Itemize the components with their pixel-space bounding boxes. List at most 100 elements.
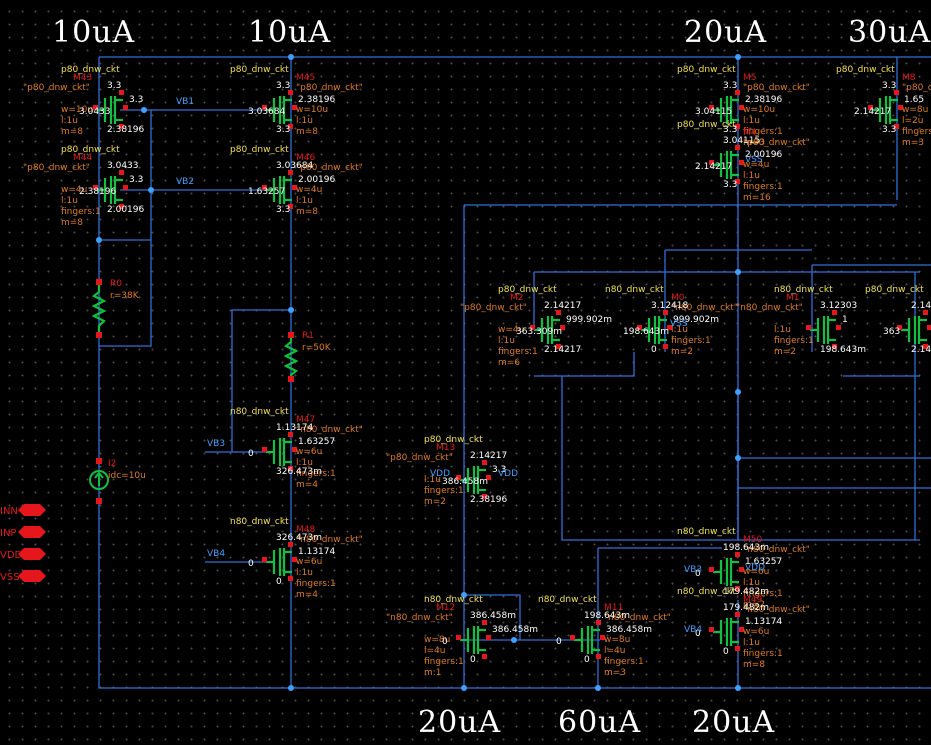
transistor-param: fingers:1 — [604, 657, 644, 667]
operating-voltage: 386.458m — [606, 625, 652, 635]
pin-inn[interactable]: INN — [0, 504, 46, 517]
transistor-model: "p80_dnw_ckt" — [296, 163, 363, 173]
operating-voltage: 363.309m — [516, 327, 562, 337]
transistor-param: w=8u — [424, 635, 450, 645]
transistor-model: "n80_dnw_ckt" — [604, 613, 671, 623]
transistor-param: w=8u — [902, 105, 928, 115]
devices: M43p80_dnw_ckt"p80_dnw_ckt"w=10ul:1um=83… — [23, 65, 931, 678]
transistor-model: "p80_dnw_ckt" — [743, 83, 810, 93]
transistor-m46[interactable]: M46p80_dnw_ckt"p80_dnw_ckt"w=4ul:1um=83.… — [230, 145, 363, 217]
current-source-i2[interactable]: I2 idc=10u — [89, 458, 146, 504]
operating-voltage: 1.63257 — [248, 187, 285, 197]
transistor-cell: p80_dnw_ckt — [865, 285, 924, 295]
transistor-cell: n80_dnw_ckt — [230, 407, 289, 417]
net-label: VDD — [498, 469, 518, 479]
operating-voltage: 2.38196 — [298, 95, 335, 105]
transistor-model: "p80_dnw_ckt" — [460, 303, 527, 313]
operating-voltage: 3.03684 — [248, 107, 285, 117]
operating-voltage: 0 — [584, 655, 590, 665]
transistor-param: m=8 — [296, 207, 318, 217]
net-labels: VB1 VB2 VB3 VB4 VDD VSS VDD VSS VB3 VB4 … — [176, 97, 765, 635]
transistor-param: fingers:1 — [743, 182, 783, 192]
operating-voltage: 0 — [248, 449, 254, 459]
transistor-param: fingers:1 — [671, 336, 711, 346]
transistor-name: M45 — [296, 73, 315, 83]
transistor-name: M47 — [296, 415, 315, 425]
transistor-m43[interactable]: M43p80_dnw_ckt"p80_dnw_ckt"w=10ul:1um=83… — [23, 65, 144, 137]
operating-voltage: 0 — [695, 629, 701, 639]
transistor-param: fingers:1 — [296, 579, 336, 589]
transistor-param: fingers:1 — [61, 207, 101, 217]
transistor-cell: n80_dnw_ckt — [424, 595, 483, 605]
transistor-name: M13 — [436, 443, 455, 453]
operating-voltage: 179.482m — [723, 587, 769, 597]
transistor-param: w=6u — [296, 557, 322, 567]
operating-voltage: 2.00196 — [298, 175, 335, 185]
transistor-model: "n80_dnw_ckt" — [671, 303, 738, 313]
net-label: VSS — [745, 155, 763, 165]
transistor-param: fingers:1 — [902, 127, 931, 137]
transistor-name: M44 — [73, 153, 92, 163]
transistor-name: M46 — [296, 153, 315, 163]
transistor-cell: n80_dnw_ckt — [230, 517, 289, 527]
transistor-param: m=2 — [424, 497, 446, 507]
transistor-name: M4 — [743, 128, 757, 138]
transistor-m13[interactable]: M13p80_dnw_ckt"p80_dnw_ckt"l:1ufingers:1… — [386, 435, 507, 507]
transistor-param: w=4u — [498, 325, 524, 335]
current-label: 60uA — [558, 705, 641, 740]
net-label: VDD — [430, 469, 450, 479]
transistor-m0[interactable]: M0n80_dnw_ckt"n80_dnw_ckt"l:1ufingers:1m… — [605, 285, 738, 357]
operating-voltage: 2.14217 — [544, 301, 581, 311]
transistor-model: "p80_dnw_ckt" — [902, 83, 931, 93]
operating-voltage: 0 — [695, 569, 701, 579]
pin-vdd[interactable]: VDD — [0, 548, 46, 561]
transistor-param: fingers:1 — [774, 336, 814, 346]
pin-vss[interactable]: VSS — [0, 570, 46, 583]
transistor-m2[interactable]: M2p80_dnw_ckt"p80_dnw_ckt"w=4ul:1ufinger… — [460, 285, 612, 368]
transistor-m8[interactable]: M8p80_dnw_ckt"p80_dnw_ckt"w=8ul=2ufinger… — [836, 65, 931, 148]
operating-voltage: 999.902m — [673, 315, 719, 325]
operating-voltage: 1.13174 — [745, 617, 782, 627]
transistor-param: m=6 — [498, 358, 520, 368]
transistor-model: "p80_dnw_ckt" — [23, 83, 90, 93]
operating-voltage: 3.12303 — [820, 301, 857, 311]
source-value: idc=10u — [108, 471, 146, 481]
operating-voltage: 386.458m — [442, 477, 488, 487]
transistor-m44[interactable]: M44p80_dnw_ckt"p80_dnw_ckt"w=4ul:1ufinge… — [23, 145, 144, 228]
transistor-param: w=6u — [296, 447, 322, 457]
operating-voltage: 198.643m — [623, 327, 669, 337]
transistor-m48[interactable]: M48n80_dnw_ckt"n80_dnw_ckt"w=6ul:1ufinge… — [230, 517, 363, 600]
operating-voltage: 3.03684 — [276, 161, 313, 171]
operating-voltage: 326.473m — [276, 533, 322, 543]
transistor-param: m:1 — [424, 668, 442, 678]
svg-text:INP: INP — [0, 528, 16, 539]
transistor-m45[interactable]: M45p80_dnw_ckt"p80_dnw_ckt"w=10ul:1um=83… — [230, 65, 363, 137]
transistor-name: M1 — [786, 293, 800, 303]
transistor-m49[interactable]: M49n80_dnw_ckt"n80_dnw_ckt"w=6ul:1ufinge… — [677, 587, 810, 670]
transistor-cell: p80_dnw_ckt — [836, 65, 895, 75]
resistor-r0[interactable]: R0 r=38K — [91, 279, 140, 338]
transistor-cell: p80_dnw_ckt — [677, 65, 736, 75]
transistor-model: "n80_dnw_ckt" — [736, 303, 803, 313]
resistor-value: r=50K — [302, 343, 332, 353]
transistor-name: M50 — [743, 535, 762, 545]
resistor-r1[interactable]: R1 r=50K — [283, 331, 332, 382]
transistor-name: M8 — [902, 73, 916, 83]
wires — [98, 56, 931, 689]
transistor-m12[interactable]: M12n80_dnw_ckt"n80_dnw_ckt"w=8ul=4ufinge… — [386, 595, 538, 678]
transistor-m1[interactable]: M1n80_dnw_ckt"n80_dnw_ckt"l:1ufingers:1m… — [736, 285, 866, 357]
transistor-param: l=4u — [424, 646, 445, 656]
transistor-m11[interactable]: M11n80_dnw_ckt"n80_dnw_ckt"w=8ul=4ufinge… — [538, 595, 671, 678]
transistor-m4[interactable]: M4p80_dnw_ckt"p80_dnw_ckt"w=4ul:1ufinger… — [677, 120, 810, 203]
operating-voltage: 2.14217 — [911, 345, 931, 355]
junctions — [96, 54, 741, 691]
transistor-param: l:1u — [743, 578, 760, 588]
transistor-m3[interactable]: M3p80_dnw_ckt"p80_dnw_ckt"w=4ul:1ufinger… — [865, 285, 931, 368]
transistor-m50[interactable]: M50n80_dnw_ckt"n80_dnw_ckt"w=6ul:1ufinge… — [677, 527, 810, 610]
operating-voltage: 1 — [842, 315, 848, 325]
transistor-m5[interactable]: M5p80_dnw_ckt"p80_dnw_ckt"w=10ul:1ufinge… — [677, 65, 810, 148]
pin-inp[interactable]: INP — [0, 526, 46, 539]
transistor-m47[interactable]: M47n80_dnw_ckt"n80_dnw_ckt"w=6ul:1ufinge… — [230, 407, 363, 490]
